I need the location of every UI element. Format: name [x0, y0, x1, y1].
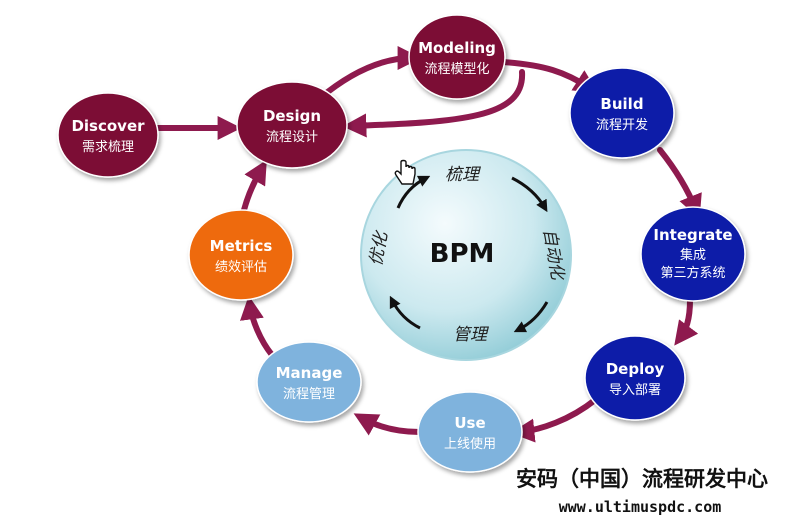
node-use-shape: [417, 391, 523, 473]
node-use-subtitle: 上线使用: [444, 436, 496, 452]
node-modeling-title: Modeling: [418, 39, 496, 57]
node-metrics-subtitle: 绩效评估: [215, 260, 267, 275]
node-build: Build 流程开发: [569, 67, 675, 159]
node-build-shape: [569, 67, 675, 159]
node-discover: Discover 需求梳理: [57, 92, 159, 178]
inner-arrow-bottom-left: [389, 295, 421, 330]
node-manage-title: Manage: [276, 364, 343, 382]
node-deploy-subtitle: 导入部署: [609, 383, 661, 398]
bpm-inner-arrows: [389, 175, 549, 333]
node-design-title: Design: [263, 107, 321, 125]
node-discover-shape: [57, 92, 159, 178]
node-deploy: Deploy 导入部署: [584, 335, 686, 421]
node-metrics-shape: [188, 209, 294, 301]
node-build-subtitle: 流程开发: [596, 117, 648, 133]
node-use: Use 上线使用: [417, 391, 523, 473]
node-manage-subtitle: 流程管理: [283, 387, 335, 402]
inner-arrow-top-left: [396, 175, 431, 209]
node-use-title: Use: [454, 414, 485, 432]
inner-arrow-top-right: [511, 176, 548, 213]
arrow-modeling-to-design: [342, 69, 526, 138]
cycle-arrows: [152, 46, 702, 443]
inner-arrow-bottom-right: [513, 301, 549, 333]
node-deploy-shape: [584, 335, 686, 421]
hand-pointer-icon: [394, 159, 416, 185]
node-modeling-subtitle: 流程模型化: [424, 62, 489, 77]
node-deploy-title: Deploy: [606, 360, 665, 378]
arrow-build-to-integrate: [657, 147, 702, 219]
node-modeling: Modeling 流程模型化: [408, 14, 506, 100]
node-build-title: Build: [600, 95, 643, 113]
node-integrate-subtitle: 集成: [680, 247, 706, 263]
bpm-sphere: [360, 149, 572, 361]
node-integrate-title: Integrate: [653, 226, 732, 244]
arrow-modeling-to-build: [500, 59, 599, 94]
node-design-subtitle: 流程设计: [266, 130, 318, 145]
footer: 安码（中国）流程研发中心 www.ultimuspdc.com: [516, 467, 768, 516]
node-manage: Manage 流程管理: [256, 341, 362, 423]
node-discover-title: Discover: [71, 117, 145, 135]
node-integrate-shape: [640, 206, 746, 302]
arrow-integrate-to-deploy: [674, 297, 699, 346]
arrow-metrics-to-design: [241, 159, 267, 213]
bpm-center: BPM 梳理 管理 优化 自动化: [360, 149, 572, 361]
footer-url: www.ultimuspdc.com: [559, 498, 722, 516]
node-modeling-shape: [408, 14, 506, 100]
bpm-word-bottom: 管理: [453, 325, 489, 345]
node-manage-shape: [256, 341, 362, 423]
bpm-title: BPM: [430, 239, 495, 269]
node-discover-subtitle: 需求梳理: [82, 140, 134, 155]
lifecycle-nodes: Discover 需求梳理 Design 流程设计 Modeling 流程模型化 Build…: [57, 14, 746, 473]
arrow-design-to-modeling: [317, 46, 422, 101]
node-metrics-title: Metrics: [210, 237, 273, 255]
arrow-manage-to-metrics: [240, 295, 275, 358]
arrow-use-to-manage: [353, 413, 423, 436]
footer-org: 安码（中国）流程研发中心: [516, 467, 768, 491]
arrow-deploy-to-use: [510, 397, 598, 443]
node-metrics: Metrics 绩效评估: [188, 209, 294, 301]
node-design-shape: [236, 81, 348, 169]
node-design: Design 流程设计: [236, 81, 348, 169]
bpm-word-top: 梳理: [445, 165, 481, 185]
node-integrate-subtitle-2: 第三方系统: [660, 265, 725, 281]
